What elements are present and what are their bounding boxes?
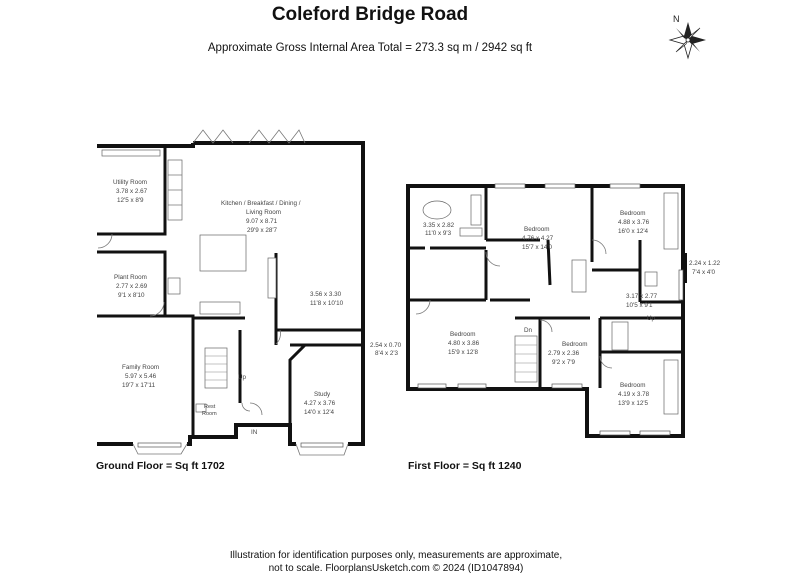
kitchen-name-line1: Kitchen / Breakfast / Dining / bbox=[221, 200, 301, 207]
area-metric: 3.56 x 3.30 bbox=[310, 291, 342, 298]
utility-room-name: Utility Room bbox=[113, 179, 147, 186]
utility-room-metric: 3.78 x 2.67 bbox=[116, 188, 148, 195]
bedroom4-name: Bedroom bbox=[562, 341, 588, 348]
bedroom4-metric: 2.79 x 2.36 bbox=[548, 350, 580, 357]
ground-floor-label: Ground Floor = Sq ft 1702 bbox=[96, 460, 225, 472]
ensuite-stairs-label: Up bbox=[647, 315, 656, 322]
bath-metric: 3.35 x 2.82 bbox=[423, 222, 455, 229]
first-floor-label: First Floor = Sq ft 1240 bbox=[408, 460, 522, 472]
plant-room-metric: 2.77 x 2.69 bbox=[116, 283, 148, 290]
bedroom2-imperial: 16'0 x 12'4 bbox=[618, 228, 649, 235]
bedroom4-imperial: 9'2 x 7'9 bbox=[552, 359, 576, 366]
study-name: Study bbox=[314, 391, 331, 398]
area-subtitle: Approximate Gross Internal Area Total = … bbox=[207, 42, 533, 54]
compass-north-label: N bbox=[673, 14, 680, 24]
bedroom1-name: Bedroom bbox=[524, 226, 550, 233]
family-room-imperial: 19'7 x 17'11 bbox=[122, 382, 156, 389]
family-room-name: Family Room bbox=[122, 364, 159, 371]
kitchen-name-line2: Living Room bbox=[246, 209, 281, 216]
area-imperial: 11'8 x 10'10 bbox=[310, 300, 344, 307]
hall-metric: 2.54 x 0.70 bbox=[370, 342, 402, 349]
study-metric: 4.27 x 3.76 bbox=[304, 400, 336, 407]
closet-metric: 2.24 x 1.22 bbox=[689, 260, 721, 267]
bedroom5-imperial: 13'9 x 12'5 bbox=[618, 400, 649, 407]
plant-room-name: Plant Room bbox=[114, 274, 147, 281]
bedroom5-name: Bedroom bbox=[620, 382, 646, 389]
rest-room-line2: Room bbox=[202, 411, 217, 417]
footer-line2: not to scale. FloorplansUsketch.com © 20… bbox=[268, 563, 524, 574]
kitchen-imperial: 29'9 x 28'7 bbox=[247, 227, 278, 234]
first-floor-closet bbox=[684, 253, 687, 283]
page-title: Coleford Bridge Road bbox=[271, 4, 469, 25]
hall-imperial: 8'4 x 2'3 bbox=[375, 350, 399, 357]
bedroom2-name: Bedroom bbox=[620, 210, 646, 217]
rest-room-line1: Rest bbox=[204, 404, 216, 410]
compass-icon bbox=[668, 22, 706, 60]
closet-imperial: 7'4 x 4'0 bbox=[692, 269, 716, 276]
bedroom1-metric: 4.76 x 4.27 bbox=[522, 235, 554, 242]
ensuite-imperial: 10'5 x 9'1 bbox=[626, 302, 653, 309]
footer-line1: Illustration for identification purposes… bbox=[229, 550, 563, 561]
bedroom3-metric: 4.80 x 3.86 bbox=[448, 340, 480, 347]
family-room-metric: 5.97 x 5.46 bbox=[125, 373, 157, 380]
utility-room-imperial: 12'5 x 8'9 bbox=[117, 197, 144, 204]
kitchen-metric: 9.07 x 8.71 bbox=[246, 218, 278, 225]
first-floor-plan bbox=[406, 183, 685, 438]
ground-stairs-label: Up bbox=[238, 374, 247, 381]
bedroom3-name: Bedroom bbox=[450, 331, 476, 338]
ensuite-metric: 3.17 x 2.77 bbox=[626, 293, 658, 300]
footer-disclaimer: Illustration for identification purposes… bbox=[0, 549, 792, 575]
plant-room-imperial: 9'1 x 8'10 bbox=[118, 292, 145, 299]
entrance-marker: IN bbox=[251, 429, 258, 436]
bedroom3-imperial: 15'9 x 12'8 bbox=[448, 349, 479, 356]
ground-floor-plan bbox=[97, 129, 365, 456]
bedroom5-metric: 4.19 x 3.78 bbox=[618, 391, 650, 398]
bedroom2-metric: 4.88 x 3.76 bbox=[618, 219, 650, 226]
study-imperial: 14'0 x 12'4 bbox=[304, 409, 335, 416]
first-stairs-label: Dn bbox=[524, 327, 533, 334]
bath-imperial: 11'0 x 9'3 bbox=[425, 230, 452, 237]
bedroom1-imperial: 15'7 x 14'0 bbox=[522, 244, 553, 251]
